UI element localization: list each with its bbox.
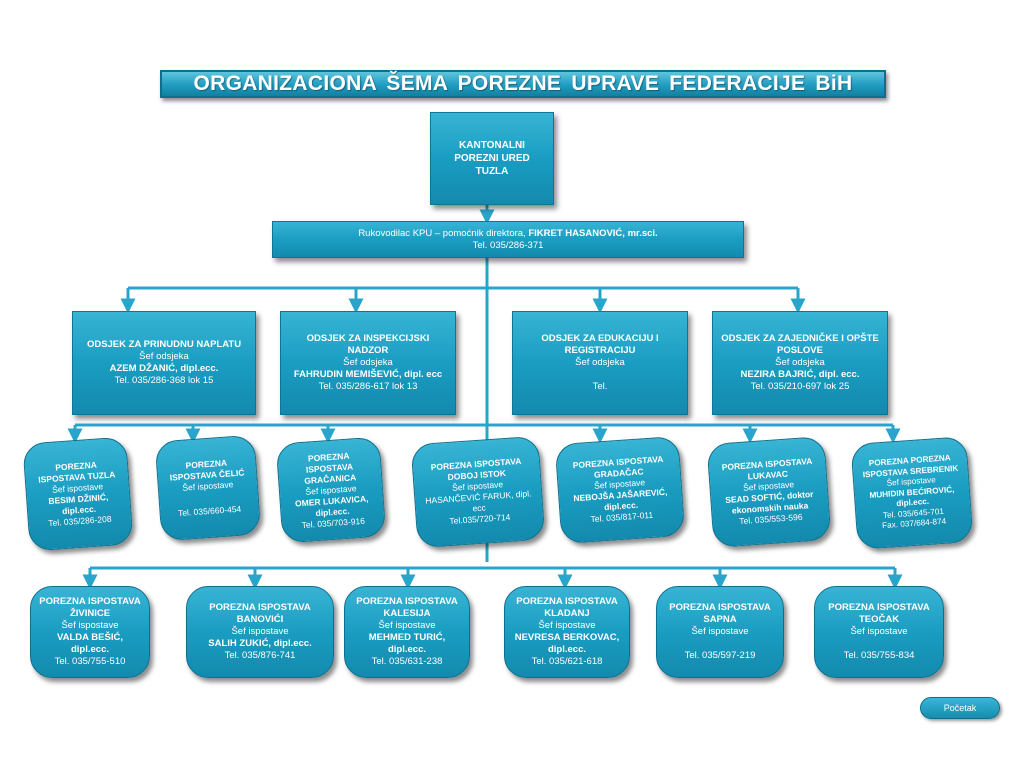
ispostava-gracanica: POREZNA ISPOSTAVA GRAČANICA Šef ispostav…	[275, 436, 387, 544]
dept-head-name: AZEM DŽANIĆ, dipl.ecc.	[109, 363, 219, 374]
ispostava-srebrenik: POREZNA POREZNA ISPOSTAVA SREBRENIK Šef …	[850, 436, 974, 550]
kpu-tuzla-box: KANTONALNI POREZNI URED TUZLA	[430, 112, 554, 205]
ispostava-tel: Tel. 035/621-618	[531, 656, 603, 667]
ispostava-head-name: VALDA BEŠIĆ, dipl.ecc.	[57, 632, 123, 655]
ispostava-title: POREZNA ISPOSTAVA ŽIVINICE	[39, 596, 141, 619]
chart-title-banner: ORGANIZACIONA ŠEMA POREZNE UPRAVE FEDERA…	[160, 70, 886, 98]
dept-edukacija-registracija: ODSJEK ZA EDUKACIJU I REGISTRACIJU Šef o…	[512, 311, 688, 415]
ispostava-tel: Tel. 035/597-219	[684, 650, 756, 661]
ispostava-role: Šef ispostave	[538, 620, 596, 631]
rukovodilac-tel: Tel. 035/286-371	[472, 239, 544, 251]
ispostava-tel: Tel. 035/755-510	[54, 656, 126, 667]
rukovodilac-line: Rukovodilac KPU – pomoćnik direktora, FI…	[358, 228, 657, 240]
kpu-line3: TUZLA	[475, 166, 509, 177]
ispostava-tel: Tel. 035/631-238	[371, 656, 443, 667]
dept-tel: Tel. 035/286-617 lok 13	[318, 381, 418, 392]
ispostava-title: POREZNA ISPOSTAVA KLADANJ	[516, 596, 618, 619]
dept-title: ODSJEK ZA INSPEKCIJSKI NADZOR	[306, 333, 430, 356]
ispostava-role: Šef ispostave	[378, 620, 436, 631]
dept-head-name: NEZIRA BAJRIĆ, dipl. ecc.	[740, 369, 860, 380]
ispostava-head-name: MEHMED TURIĆ, dipl.ecc.	[368, 632, 446, 655]
ispostava-title: POREZNA ISPOSTAVA BANOVIĆI	[209, 602, 311, 625]
ispostava-tel: Tel. 035/876-741	[224, 650, 296, 661]
ispostava-title: POREZNA ISPOSTAVA GRAČANICA	[303, 450, 357, 486]
dept-head-name: FAHRUDIN MEMIŠEVIĆ, dipl. ecc	[293, 369, 443, 380]
pocetak-button[interactable]: Početak	[920, 697, 1000, 719]
ispostava-teocak: POREZNA ISPOSTAVA TEOČAK Šef ispostave T…	[814, 586, 944, 678]
dept-prinudna-naplata: ODSJEK ZA PRINUDNU NAPLATU Šef odsjeka A…	[72, 311, 256, 415]
ispostava-kladanj: POREZNA ISPOSTAVA KLADANJ Šef ispostave …	[504, 586, 630, 678]
dept-title: ODSJEK ZA EDUKACIJU I REGISTRACIJU	[541, 333, 659, 356]
ispostava-tel: Tel. 035/660-454	[177, 503, 242, 519]
ispostava-role: Šef ispostave	[231, 626, 289, 637]
ispostava-doboj-istok: POREZNA ISPOSTAVA DOBOJ ISTOK Šef ispost…	[410, 435, 546, 549]
ispostava-head-name: NEVRESA BERKOVAC, dipl.ecc.	[514, 632, 620, 655]
dept-role: Šef odsjeka	[343, 357, 393, 368]
dept-title: ODSJEK ZA PRINUDNU NAPLATU	[86, 339, 242, 350]
dept-inspekcijski-nadzor: ODSJEK ZA INSPEKCIJSKI NADZOR Šef odsjek…	[280, 311, 456, 415]
dept-role: Šef odsjeka	[775, 357, 825, 368]
rukovodilac-prefix: Rukovodilac KPU – pomoćnik direktora,	[358, 227, 529, 239]
dept-tel: Tel.	[592, 381, 608, 392]
kpu-line2: POREZNI URED	[454, 153, 530, 164]
dept-title: ODSJEK ZA ZAJEDNIČKE I OPŠTE POSLOVE	[721, 333, 879, 356]
ispostava-title: POREZNA ISPOSTAVA TEOČAK	[828, 602, 930, 625]
ispostava-celic: POREZNA ISPOSTAVA ČELIĆ Šef ispostave Te…	[154, 434, 262, 542]
ispostava-tel: Tel. 035/755-834	[843, 650, 915, 661]
ispostava-role: Šef ispostave	[691, 626, 749, 637]
rukovodilac-name: FIKRET HASANOVIĆ, mr.sci.	[528, 227, 658, 239]
ispostava-lukavac: POREZNA ISPOSTAVA LUKAVAC Šef ispostave …	[706, 436, 832, 548]
dept-tel: Tel. 035/286-368 lok 15	[114, 375, 214, 386]
ispostava-role: Šef ispostave	[850, 626, 908, 637]
ispostava-role: Šef ispostave	[61, 620, 119, 631]
ispostava-head-name: SALIH ZUKIĆ, dipl.ecc.	[208, 638, 312, 649]
ispostava-role: Šef ispostave	[182, 479, 234, 493]
ispostava-tuzla: POREZNA ISPOSTAVA TUZLA Šef ispostave BE…	[22, 436, 134, 552]
rukovodilac-box: Rukovodilac KPU – pomoćnik direktora, FI…	[272, 221, 744, 258]
ispostava-zivinice: POREZNA ISPOSTAVA ŽIVINICE Šef ispostave…	[30, 586, 150, 678]
dept-role: Šef odsjeka	[139, 351, 189, 362]
dept-zajednicki-poslovi: ODSJEK ZA ZAJEDNIČKE I OPŠTE POSLOVE Šef…	[712, 311, 888, 415]
ispostava-title: POREZNA ISPOSTAVA SAPNA	[669, 602, 771, 625]
dept-tel: Tel. 035/210-697 lok 25	[750, 381, 850, 392]
ispostava-title: POREZNA ISPOSTAVA KALESIJA	[356, 596, 458, 619]
ispostava-gradacac: POREZNA ISPOSTAVA GRADAČAC Šef ispostave…	[554, 435, 686, 545]
ispostava-kalesija: POREZNA ISPOSTAVA KALESIJA Šef ispostave…	[344, 586, 470, 678]
kpu-line1: KANTONALNI	[459, 140, 525, 151]
ispostava-sapna: POREZNA ISPOSTAVA SAPNA Šef ispostave Te…	[656, 586, 784, 678]
ispostava-title: POREZNA ISPOSTAVA ČELIĆ	[169, 457, 245, 483]
ispostava-banovici: POREZNA ISPOSTAVA BANOVIĆI Šef ispostave…	[186, 586, 334, 678]
chart-title: ORGANIZACIONA ŠEMA POREZNE UPRAVE FEDERA…	[193, 72, 853, 95]
dept-role: Šef odsjeka	[575, 357, 625, 368]
ispostava-title: POREZNA ISPOSTAVA TUZLA	[37, 459, 116, 485]
